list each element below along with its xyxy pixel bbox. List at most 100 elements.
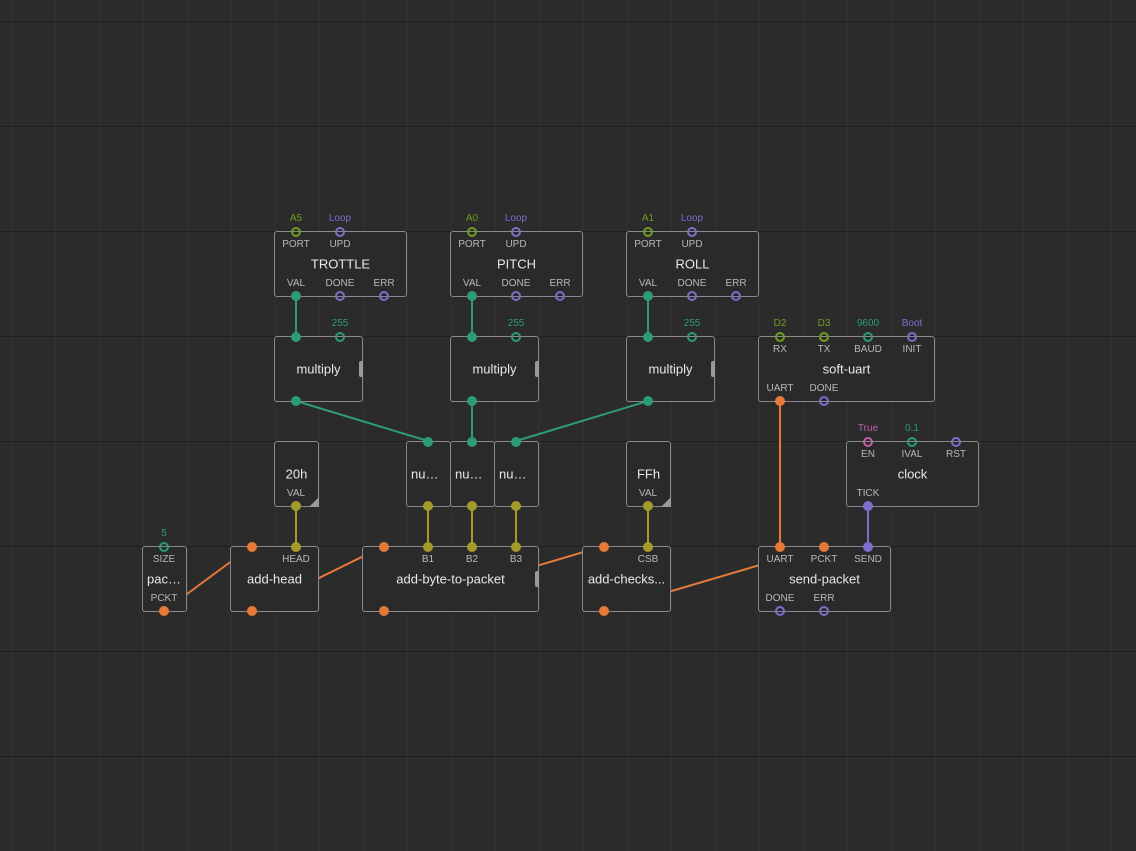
pin-pack-size[interactable] [159, 542, 169, 552]
node-add-checksum[interactable]: add-checks... [582, 546, 671, 612]
variadic-handle[interactable] [711, 361, 715, 377]
pin-num3-in[interactable] [511, 437, 521, 447]
pin-addbyte-out[interactable] [379, 606, 389, 616]
pin-addchecksum-in[interactable] [599, 542, 609, 552]
pin-pitch-upd[interactable] [511, 227, 521, 237]
pin-softuart-tx[interactable] [819, 332, 829, 342]
node-title: multiply [472, 361, 517, 377]
pin-value: Loop [504, 213, 528, 224]
pin-multiply3-in2[interactable] [687, 332, 697, 342]
pin-label: HEAD [282, 554, 310, 565]
pin-addbyte-b3[interactable] [511, 542, 521, 552]
pin-trottle-val[interactable] [291, 291, 301, 301]
pin-sendpacket-send[interactable] [863, 542, 873, 552]
pin-label: UPD [505, 239, 527, 250]
node-title: multiply [296, 361, 341, 377]
pin-multiply1-in2[interactable] [335, 332, 345, 342]
pin-roll-val[interactable] [643, 291, 653, 301]
pin-clock-tick[interactable] [863, 501, 873, 511]
pin-20h-val[interactable] [291, 501, 301, 511]
pin-label: DONE [677, 278, 707, 289]
pin-multiply1-in1[interactable] [291, 332, 301, 342]
pin-sendpacket-uart[interactable] [775, 542, 785, 552]
pin-roll-upd[interactable] [687, 227, 697, 237]
pin-softuart-done[interactable] [819, 396, 829, 406]
node-num-1[interactable]: num... [406, 441, 451, 507]
pin-addbyte-b1[interactable] [423, 542, 433, 552]
pin-trottle-upd[interactable] [335, 227, 345, 237]
node-multiply-1[interactable]: multiply [274, 336, 363, 402]
pin-roll-err[interactable] [731, 291, 741, 301]
pin-multiply3-in1[interactable] [643, 332, 653, 342]
pin-num3-out[interactable] [511, 501, 521, 511]
pin-roll-port[interactable] [643, 227, 653, 237]
pin-num2-out[interactable] [467, 501, 477, 511]
pin-pitch-done[interactable] [511, 291, 521, 301]
node-add-head[interactable]: add-head [230, 546, 319, 612]
node-multiply-2[interactable]: multiply [450, 336, 539, 402]
pin-trottle-done[interactable] [335, 291, 345, 301]
node-num-3[interactable]: num... [494, 441, 539, 507]
pin-value: 255 [683, 318, 701, 329]
variadic-handle[interactable] [359, 361, 363, 377]
variadic-handle[interactable] [535, 571, 539, 587]
pin-num1-in[interactable] [423, 437, 433, 447]
node-num-2[interactable]: num... [450, 441, 495, 507]
pin-clock-en[interactable] [863, 437, 873, 447]
node-pack[interactable]: pack... [142, 546, 187, 612]
node-title: add-head [247, 571, 302, 587]
wire-multiply3-num3[interactable] [515, 400, 649, 442]
pin-clock-ival[interactable] [907, 437, 917, 447]
pin-trottle-err[interactable] [379, 291, 389, 301]
pin-multiply2-in1[interactable] [467, 332, 477, 342]
pin-roll-done[interactable] [687, 291, 697, 301]
pin-pitch-val[interactable] [467, 291, 477, 301]
pin-addbyte-in[interactable] [379, 542, 389, 552]
pin-value: 255 [331, 318, 349, 329]
pin-value: Boot [901, 318, 923, 329]
pin-clock-rst[interactable] [951, 437, 961, 447]
variadic-handle[interactable] [535, 361, 539, 377]
pin-addhead-out[interactable] [247, 606, 257, 616]
pin-softuart-baud[interactable] [863, 332, 873, 342]
pin-sendpacket-done[interactable] [775, 606, 785, 616]
pin-multiply3-out[interactable] [643, 396, 653, 406]
pin-ffh-val[interactable] [643, 501, 653, 511]
node-send-packet[interactable]: send-packet [758, 546, 891, 612]
pin-addhead-in[interactable] [247, 542, 257, 552]
pin-addchecksum-csb[interactable] [643, 542, 653, 552]
pin-pitch-err[interactable] [555, 291, 565, 301]
pin-addchecksum-out[interactable] [599, 606, 609, 616]
pin-pack-pckt[interactable] [159, 606, 169, 616]
node-const-20h[interactable]: 20h [274, 441, 319, 507]
pin-sendpacket-err[interactable] [819, 606, 829, 616]
pin-softuart-uart[interactable] [775, 396, 785, 406]
node-title: multiply [648, 361, 693, 377]
pin-value: Loop [328, 213, 352, 224]
pin-multiply2-in2[interactable] [511, 332, 521, 342]
pin-label: SIZE [152, 554, 176, 565]
node-roll[interactable]: ROLL [626, 231, 759, 297]
resize-corner [661, 497, 671, 507]
pin-num2-in[interactable] [467, 437, 477, 447]
node-clock[interactable]: clock [846, 441, 979, 507]
pin-label: VAL [286, 488, 306, 499]
pin-sendpacket-pckt[interactable] [819, 542, 829, 552]
pin-num1-out[interactable] [423, 501, 433, 511]
node-title: PITCH [497, 256, 536, 272]
node-add-byte-to-packet[interactable]: add-byte-to-packet [362, 546, 539, 612]
pin-softuart-init[interactable] [907, 332, 917, 342]
pin-trottle-port[interactable] [291, 227, 301, 237]
pin-label: BAUD [854, 344, 882, 355]
pin-pitch-port[interactable] [467, 227, 477, 237]
pin-addbyte-b2[interactable] [467, 542, 477, 552]
pin-addhead-head[interactable] [291, 542, 301, 552]
pin-multiply1-out[interactable] [291, 396, 301, 406]
pin-multiply2-out[interactable] [467, 396, 477, 406]
pin-softuart-rx[interactable] [775, 332, 785, 342]
node-soft-uart[interactable]: soft-uart [758, 336, 935, 402]
node-multiply-3[interactable]: multiply [626, 336, 715, 402]
wire-multiply1-num1[interactable] [295, 400, 429, 442]
